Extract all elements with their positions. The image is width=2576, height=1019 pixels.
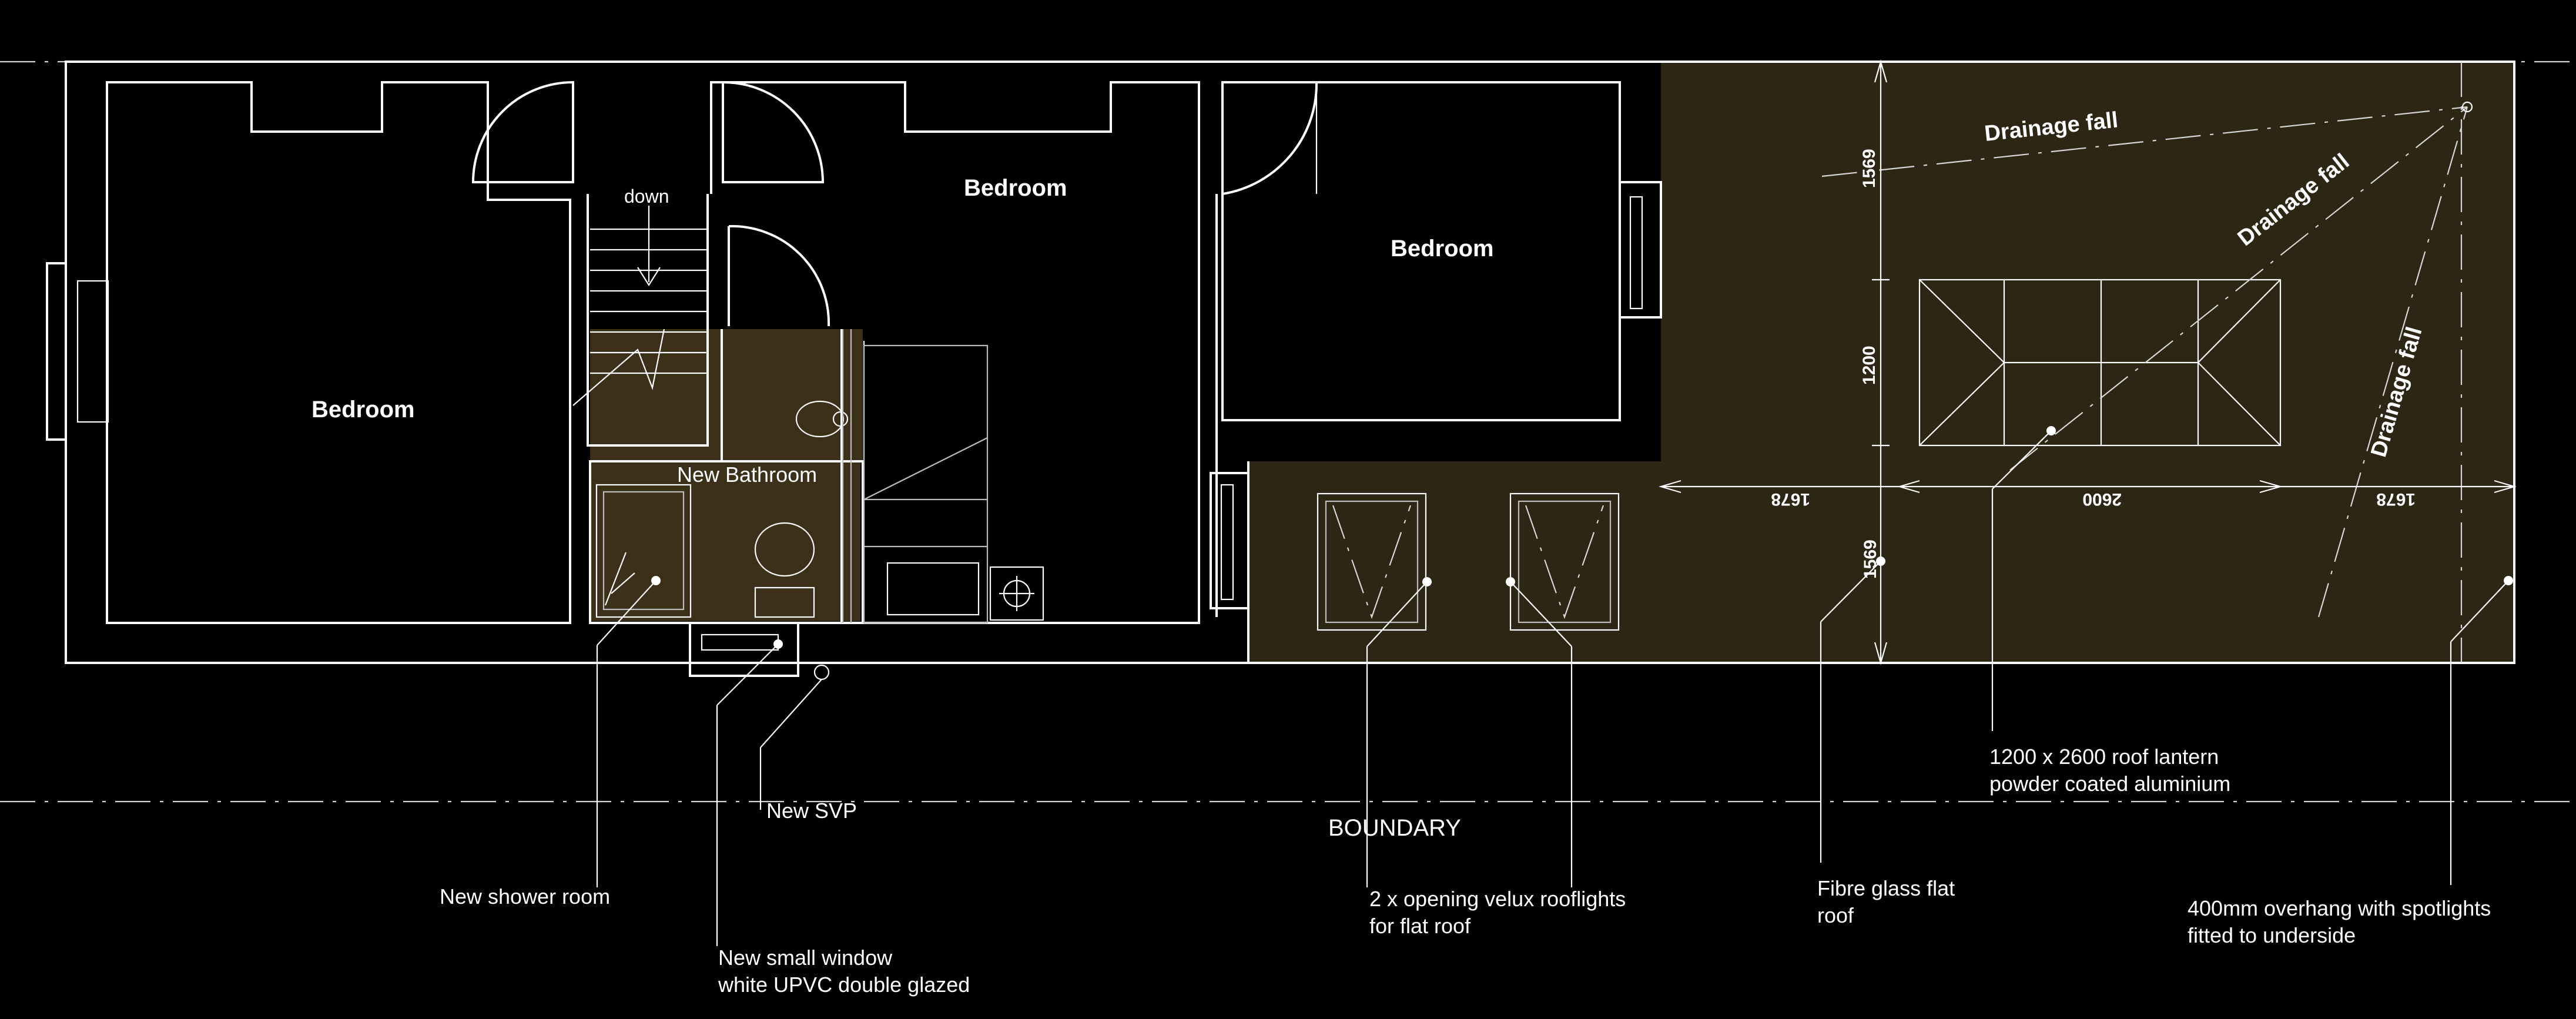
storage-area (863, 344, 1044, 624)
room-label-bedroom-right: Bedroom (1391, 236, 1494, 262)
annotation-fibre-line2: roof (1817, 903, 1854, 927)
flat-roof-area (1248, 62, 2514, 663)
annotation-new-svp: New SVP (766, 799, 857, 823)
bathroom-wc-area (722, 329, 863, 461)
dimension-1569-bottom: 1569 (1861, 539, 1880, 579)
dimension-1200: 1200 (1860, 346, 1879, 385)
boundary-label: BOUNDARY (1328, 815, 1461, 841)
staircase (572, 194, 709, 447)
annotation-lantern-line1: 1200 x 2600 roof lantern (1989, 745, 2219, 769)
windows (46, 181, 1662, 677)
room-label-bedroom-left: Bedroom (311, 397, 415, 423)
velux-rooflights (1317, 492, 1620, 631)
annotation-window-line2: white UPVC double glazed (718, 973, 970, 997)
bedroom-left-walls (106, 81, 571, 624)
dimension-1569-top: 1569 (1860, 149, 1879, 188)
doors-top (471, 81, 830, 327)
annotation-overhang-line2: fitted to underside (2188, 923, 2356, 947)
annotation-window-line1: New small window (718, 946, 893, 970)
annotation-velux-line2: for flat roof (1369, 914, 1471, 938)
dimension-2600: 2600 (2082, 490, 2122, 509)
room-label-bathroom: New Bathroom (677, 462, 817, 487)
room-label-bedroom-center: Bedroom (964, 175, 1067, 201)
annotation-lantern-line2: powder coated aluminium (1989, 772, 2230, 796)
annotation-new-shower-room: New shower room (440, 884, 610, 909)
annotation-velux-line1: 2 x opening velux rooflights (1369, 887, 1626, 911)
drainage-fall-lines (1821, 62, 2473, 663)
annotation-overhang-line1: 400mm overhang with spotlights (2188, 896, 2491, 920)
roof-lantern (1918, 279, 2282, 447)
dimension-1678-left: 1678 (1771, 490, 1810, 509)
dimension-1678-right: 1678 (2376, 490, 2416, 509)
stairs-down-label: down (624, 186, 669, 207)
leader-lines (596, 426, 2513, 946)
annotation-fibre-line1: Fibre glass flat (1817, 876, 1955, 900)
bedroom-center-walls (710, 81, 1200, 624)
